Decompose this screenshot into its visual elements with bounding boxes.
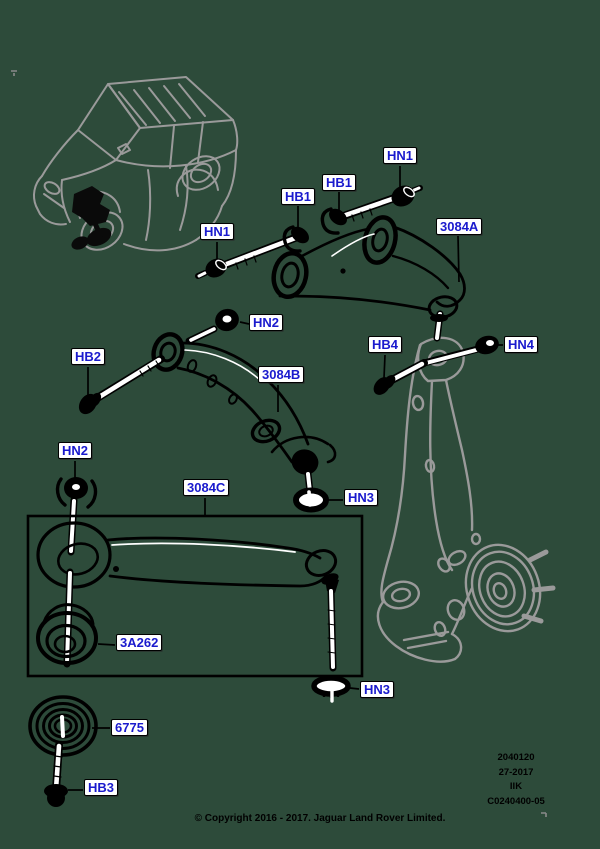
callout-hn1-left[interactable]: HN1: [200, 223, 235, 240]
callout-hn1-top[interactable]: HN1: [383, 147, 418, 164]
stamp-code: IIK: [509, 781, 523, 793]
callout-hb1-right[interactable]: HB1: [322, 174, 357, 191]
callout-hn4[interactable]: HN4: [504, 336, 539, 353]
callout-leader-lines: [68, 166, 503, 791]
callout-hn2-upper[interactable]: HN2: [249, 314, 284, 331]
callout-3084c[interactable]: 3084C: [183, 479, 230, 496]
bolt-hb1-right: [320, 192, 404, 235]
callout-hn3-lower[interactable]: HN3: [360, 681, 395, 698]
lower-control-arm-3084b: [151, 332, 337, 496]
callout-hb4[interactable]: HB4: [368, 336, 403, 353]
nut-hn1-top: [391, 185, 423, 207]
vehicle-highlighted-suspension: [71, 186, 112, 250]
callout-hn2-lower[interactable]: HN2: [58, 442, 93, 459]
bracket-hn2-lower: [55, 477, 98, 556]
stamp-number: 2040120: [497, 752, 535, 763]
callout-hb3[interactable]: HB3: [84, 779, 119, 796]
callout-hb2[interactable]: HB2: [71, 348, 106, 365]
bolt-hb4: [373, 345, 482, 395]
stamp-drawing-ref: C0240400-05: [487, 795, 545, 807]
callout-hb1-left[interactable]: HB1: [281, 188, 316, 205]
bushing-3a262: [36, 568, 98, 668]
copyright-notice: © Copyright 2016 - 2017. Jaguar Land Rov…: [194, 813, 446, 824]
nut-hn4: [475, 335, 499, 355]
bolt-hb2: [78, 355, 165, 415]
steering-knuckle: [376, 336, 556, 663]
rear-lower-arm-3084c: [36, 521, 339, 672]
nut-hn1-left: [195, 258, 227, 279]
nut-hn2-upper: [185, 308, 239, 345]
callout-6775[interactable]: 6775: [111, 719, 148, 736]
box-3084c: [26, 514, 364, 678]
callout-3a262[interactable]: 3A262: [116, 634, 163, 651]
callout-3084a[interactable]: 3084A: [436, 218, 483, 235]
drawing-stamp: 2040120 27-2017 IIK C0240400-05: [470, 751, 562, 809]
upper-control-arm-3084a: [271, 215, 466, 342]
washer-hn3-upper: [293, 487, 329, 513]
nut-hn3-lower: [311, 675, 351, 703]
bushing-6775: [28, 695, 98, 757]
artifact-marks: [11, 70, 547, 817]
callout-hn3-upper[interactable]: HN3: [344, 489, 379, 506]
bolt-hb3: [44, 741, 68, 807]
bolt-hb1-left: [218, 225, 309, 270]
stamp-date: 27-2017: [498, 766, 534, 778]
callout-3084b[interactable]: 3084B: [258, 366, 305, 383]
